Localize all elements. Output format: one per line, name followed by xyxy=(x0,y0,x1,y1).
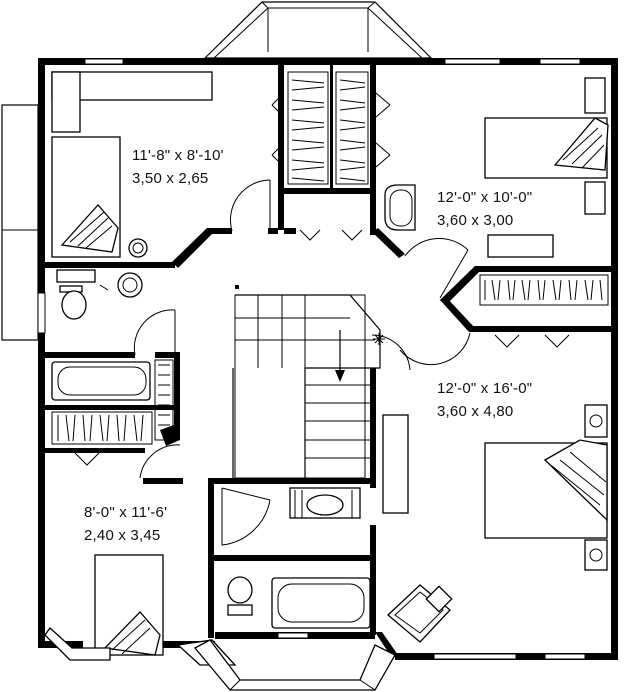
windows-top xyxy=(84,58,586,660)
interior-walls xyxy=(45,65,615,638)
closets xyxy=(51,71,609,466)
nw-bedroom-furniture xyxy=(51,71,213,258)
room-dimension-metric: 3,60 x 4,80 xyxy=(437,403,514,420)
bathroom-fixtures xyxy=(51,269,371,629)
room-label-bedroom-southwest: 8'-0" x 11'-6' 2,40 x 3,45 xyxy=(84,501,167,547)
room-dimension-metric: 3,60 x 3,00 xyxy=(437,212,514,229)
left-side-box xyxy=(1,104,46,341)
room-dimension-imperial: 8'-0" x 11'-6' xyxy=(84,504,168,521)
e-bedroom-furniture xyxy=(382,404,608,643)
room-dimension-metric: 3,50 x 2,65 xyxy=(132,170,209,187)
staircase xyxy=(232,294,385,479)
room-dimension-metric: 2,40 x 3,45 xyxy=(84,527,161,544)
door-swings xyxy=(133,179,471,546)
room-dimension-imperial: 11'-8" x 8'-10' xyxy=(132,147,224,164)
room-label-bedroom-northeast: 12'-0" x 10'-0" 3,60 x 3,00 xyxy=(437,186,532,232)
room-label-bedroom-northwest: 11'-8" x 8'-10' 3,50 x 2,65 xyxy=(132,144,224,190)
top-bay-window xyxy=(203,1,433,59)
ne-bedroom-furniture xyxy=(384,77,609,258)
sw-bedroom-furniture xyxy=(44,554,396,691)
room-dimension-imperial: 12'-0" x 10'-0" xyxy=(437,189,533,206)
room-label-bedroom-east: 12'-0" x 16'-0" 3,60 x 4,80 xyxy=(437,377,532,423)
room-dimension-imperial: 12'-0" x 16'-0" xyxy=(437,380,533,397)
